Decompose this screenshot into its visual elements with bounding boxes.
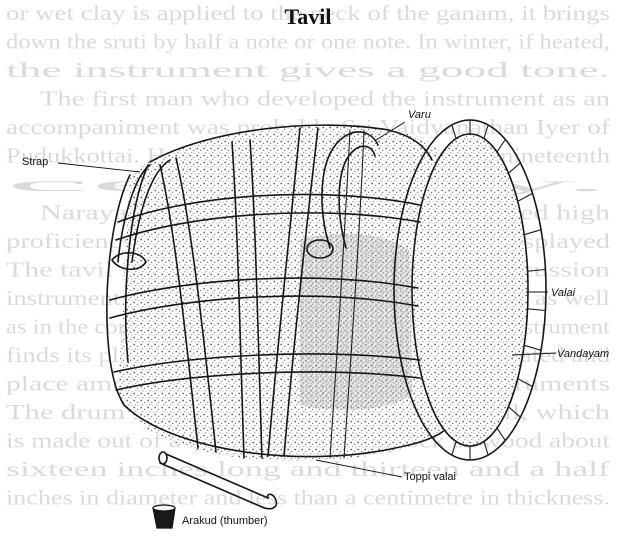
background-text-line: the instrument gives a good tone. [6,58,610,82]
arakud-thumber [152,504,176,529]
toppi-valai-stick [158,451,278,510]
ring-segment [483,440,489,456]
vandayam-leader [511,352,557,356]
background-text-line: down the sruti by half a note or one not… [6,30,610,54]
label-toppi-valai: Toppi valai [404,471,456,483]
ring-segment [527,308,546,312]
label-varu: Varu [408,109,431,121]
background-text-line: or wet clay is applied to the neck of th… [6,1,610,25]
drum-body [106,124,455,461]
ring-segment [483,124,489,140]
label-arakud: Arakud (thumber) [182,515,268,527]
background-text-line: inches in diameter and less than a centi… [6,486,610,510]
ring-segment [517,378,534,388]
label-vandayam: Vandayam [557,348,609,360]
toppi-valai-leader [315,459,403,478]
ring-segment [496,138,506,153]
label-strap: Strap [22,156,48,168]
ring-segment [517,192,534,202]
ring-segment [523,229,542,236]
ring-segment [496,427,506,442]
strap [111,159,171,271]
ring-segment [527,268,546,272]
ring-segment [507,162,521,174]
background-text-line: The first man who developed the instrume… [40,87,611,111]
right-drum-head [393,119,547,461]
strap-leader [57,162,141,173]
label-valai: Valai [551,287,576,299]
hoop-bands [109,127,421,459]
figure-title: Tavil [285,4,332,29]
ring-segment [451,440,457,456]
ring-segment [507,406,521,418]
ring-segment [451,124,457,140]
varu-loop [306,131,379,259]
ring-segment [523,344,542,351]
background-text-line: sixteen inches long and thirteen and a h… [6,457,610,481]
varu-leader [375,121,406,141]
